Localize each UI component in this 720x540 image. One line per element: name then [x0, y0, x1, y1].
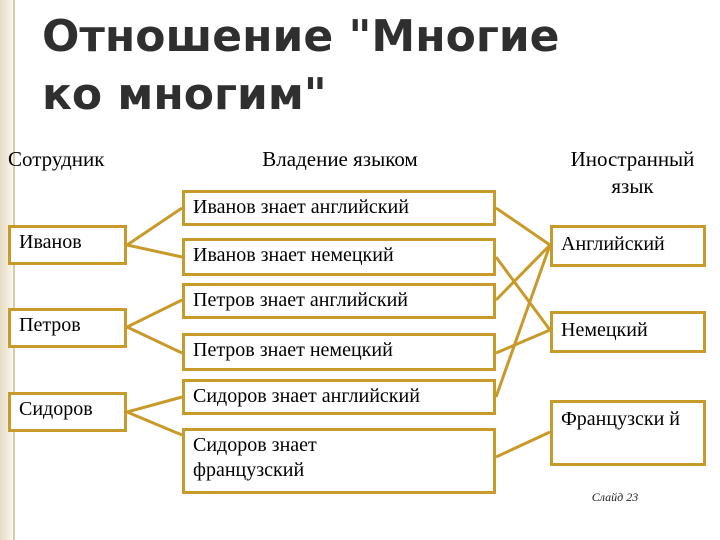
employee-box-petrov: Петров — [8, 308, 127, 348]
relation-label: Иванов знает немецкий — [193, 244, 394, 266]
relation-box: Иванов знает английский — [182, 190, 496, 226]
header-employee: Сотрудник — [8, 147, 105, 171]
language-box-english: Английский — [550, 225, 706, 267]
relation-box: Петров знает английский — [182, 283, 496, 319]
relation-box: Сидоров знает английский — [182, 379, 496, 415]
relation-label: Петров знает немецкий — [193, 339, 393, 361]
link-rel1-english — [495, 206, 551, 247]
relation-box: Иванов знает немецкий — [182, 238, 496, 276]
relation-label: Петров знает английский — [193, 289, 408, 311]
left-decoration-line — [13, 0, 15, 540]
header-language: Иностранный язык — [570, 147, 695, 198]
employee-label: Сидоров — [19, 398, 93, 420]
link-petrov-rel4 — [126, 325, 183, 355]
relation-label: Иванов знает английский — [193, 196, 409, 218]
slide-title-line-1: Отношение "Многие — [42, 11, 560, 62]
language-label: Английский — [561, 233, 665, 255]
language-box-french: Французски й — [550, 400, 706, 466]
link-rel2-german — [494, 256, 552, 331]
relation-label: Сидоров знает английский — [193, 385, 420, 407]
link-rel3-english — [494, 243, 552, 302]
language-label: Немецкий — [561, 319, 648, 341]
slide-number: Слайд 23 — [591, 490, 639, 504]
language-box-german: Немецкий — [550, 311, 706, 353]
slide-title: Отношение "Многие ко многим" — [42, 8, 682, 124]
employee-label: Петров — [19, 314, 81, 336]
link-ivanov-rel2 — [126, 243, 183, 259]
relation-box: Петров знает немецкий — [182, 333, 496, 371]
link-petrov-rel3 — [126, 298, 183, 329]
employee-box-sidorov: Сидоров — [8, 392, 127, 432]
link-sidorov-rel5 — [126, 395, 183, 414]
header-ownership: Владение языком — [262, 147, 418, 171]
link-sidorov-rel6 — [126, 410, 183, 437]
language-label: Французски й — [561, 408, 680, 430]
link-rel4-german — [495, 328, 551, 355]
relation-box: Сидоров знает французский — [182, 428, 496, 494]
relation-label: Сидоров знает французский — [193, 434, 317, 481]
slide-title-line-2: ко многим" — [42, 69, 327, 120]
employee-label: Иванов — [19, 231, 82, 253]
link-ivanov-rel1 — [126, 206, 183, 247]
link-rel6-french — [495, 430, 551, 459]
employee-box-ivanov: Иванов — [8, 225, 127, 265]
link-rel5-english — [494, 244, 552, 398]
